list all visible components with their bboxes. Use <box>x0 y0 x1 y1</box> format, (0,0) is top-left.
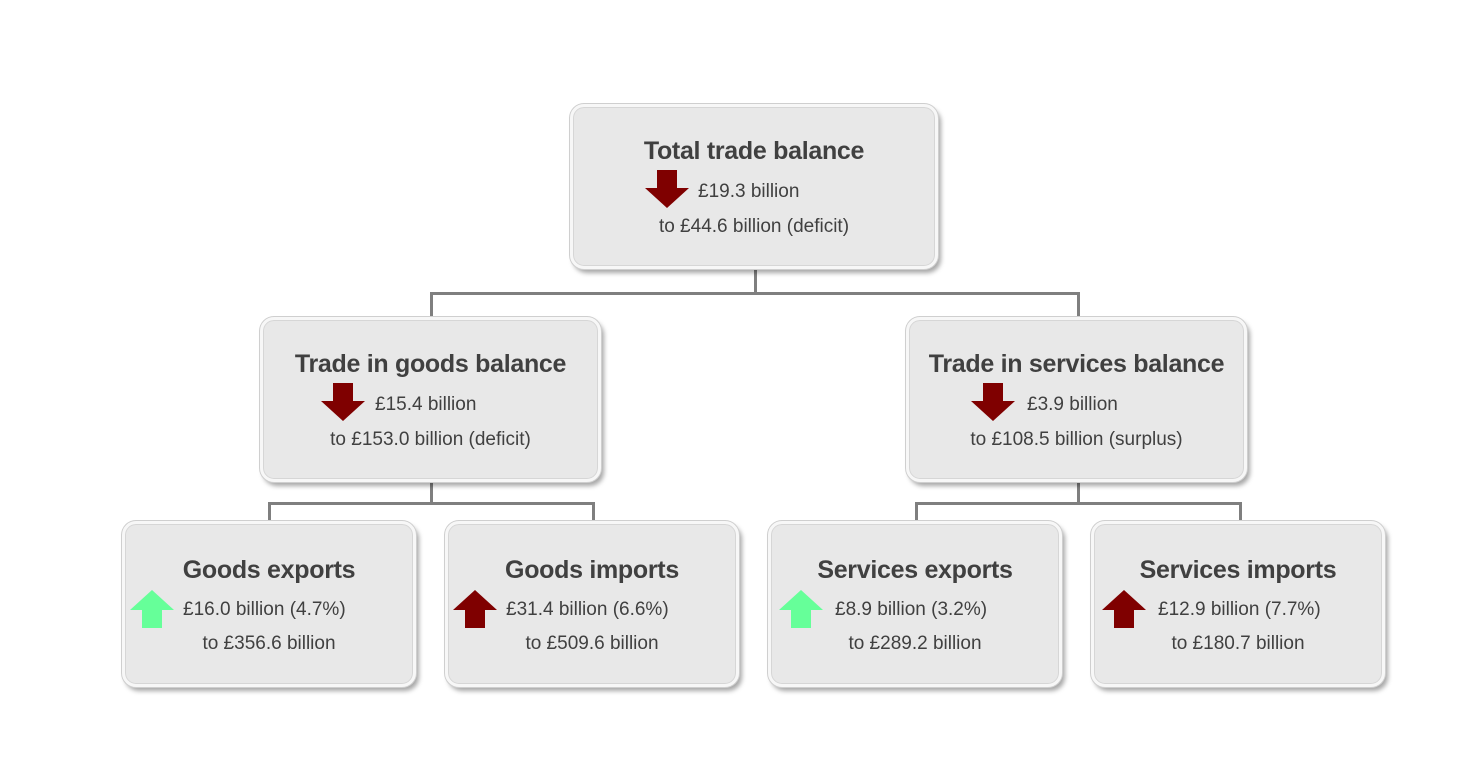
result-value: to £153.0 billion (deficit) <box>330 429 531 450</box>
result-value: to £356.6 billion <box>202 633 336 654</box>
arrow-down-icon <box>971 383 1015 421</box>
box-title: Services exports <box>817 556 1013 584</box>
change-value: £19.3 billion <box>698 181 800 202</box>
connector <box>1077 481 1080 504</box>
connector <box>915 502 918 522</box>
connector <box>430 481 433 504</box>
connector <box>1077 292 1080 318</box>
goods-exports-box: Goods exports £16.0 billion (4.7%) to £3… <box>122 521 416 687</box>
box-title: Total trade balance <box>643 137 865 165</box>
arrow-down-icon <box>321 383 365 421</box>
box-title: Goods exports <box>182 556 356 584</box>
connector <box>754 268 757 294</box>
result-value: to £180.7 billion <box>1171 633 1305 654</box>
services-imports-box: Services imports £12.9 billion (7.7%) to… <box>1091 521 1385 687</box>
connector <box>268 502 271 522</box>
box-title: Trade in services balance <box>928 350 1225 378</box>
box-title: Goods imports <box>505 556 679 584</box>
result-value: to £509.6 billion <box>525 633 659 654</box>
arrow-up-icon <box>130 590 174 628</box>
total-trade-balance-box: Total trade balance £19.3 billion to £44… <box>570 104 938 269</box>
goods-imports-box: Goods imports £31.4 billion (6.6%) to £5… <box>445 521 739 687</box>
connector <box>915 502 1242 505</box>
connector <box>592 502 595 522</box>
box-title: Trade in goods balance <box>294 350 567 378</box>
result-value: to £108.5 billion (surplus) <box>970 429 1183 450</box>
change-value: £12.9 billion (7.7%) <box>1158 599 1321 620</box>
box-title: Services imports <box>1139 556 1337 584</box>
result-value: to £289.2 billion <box>848 633 982 654</box>
result-value: to £44.6 billion (deficit) <box>658 216 850 237</box>
trade-in-services-balance-box: Trade in services balance £3.9 billion t… <box>906 317 1247 482</box>
arrow-down-icon <box>645 170 689 208</box>
change-value: £16.0 billion (4.7%) <box>183 599 346 620</box>
arrow-up-icon <box>453 590 497 628</box>
change-value: £3.9 billion <box>1027 394 1118 415</box>
connector <box>430 292 433 318</box>
connector <box>430 292 1080 295</box>
trade-in-goods-balance-box: Trade in goods balance £15.4 billion to … <box>260 317 601 482</box>
services-exports-box: Services exports £8.9 billion (3.2%) to … <box>768 521 1062 687</box>
connector <box>268 502 595 505</box>
change-value: £31.4 billion (6.6%) <box>506 599 669 620</box>
connector <box>1239 502 1242 522</box>
arrow-up-icon <box>779 590 823 628</box>
arrow-up-icon <box>1102 590 1146 628</box>
change-value: £15.4 billion <box>375 394 477 415</box>
change-value: £8.9 billion (3.2%) <box>835 599 988 620</box>
